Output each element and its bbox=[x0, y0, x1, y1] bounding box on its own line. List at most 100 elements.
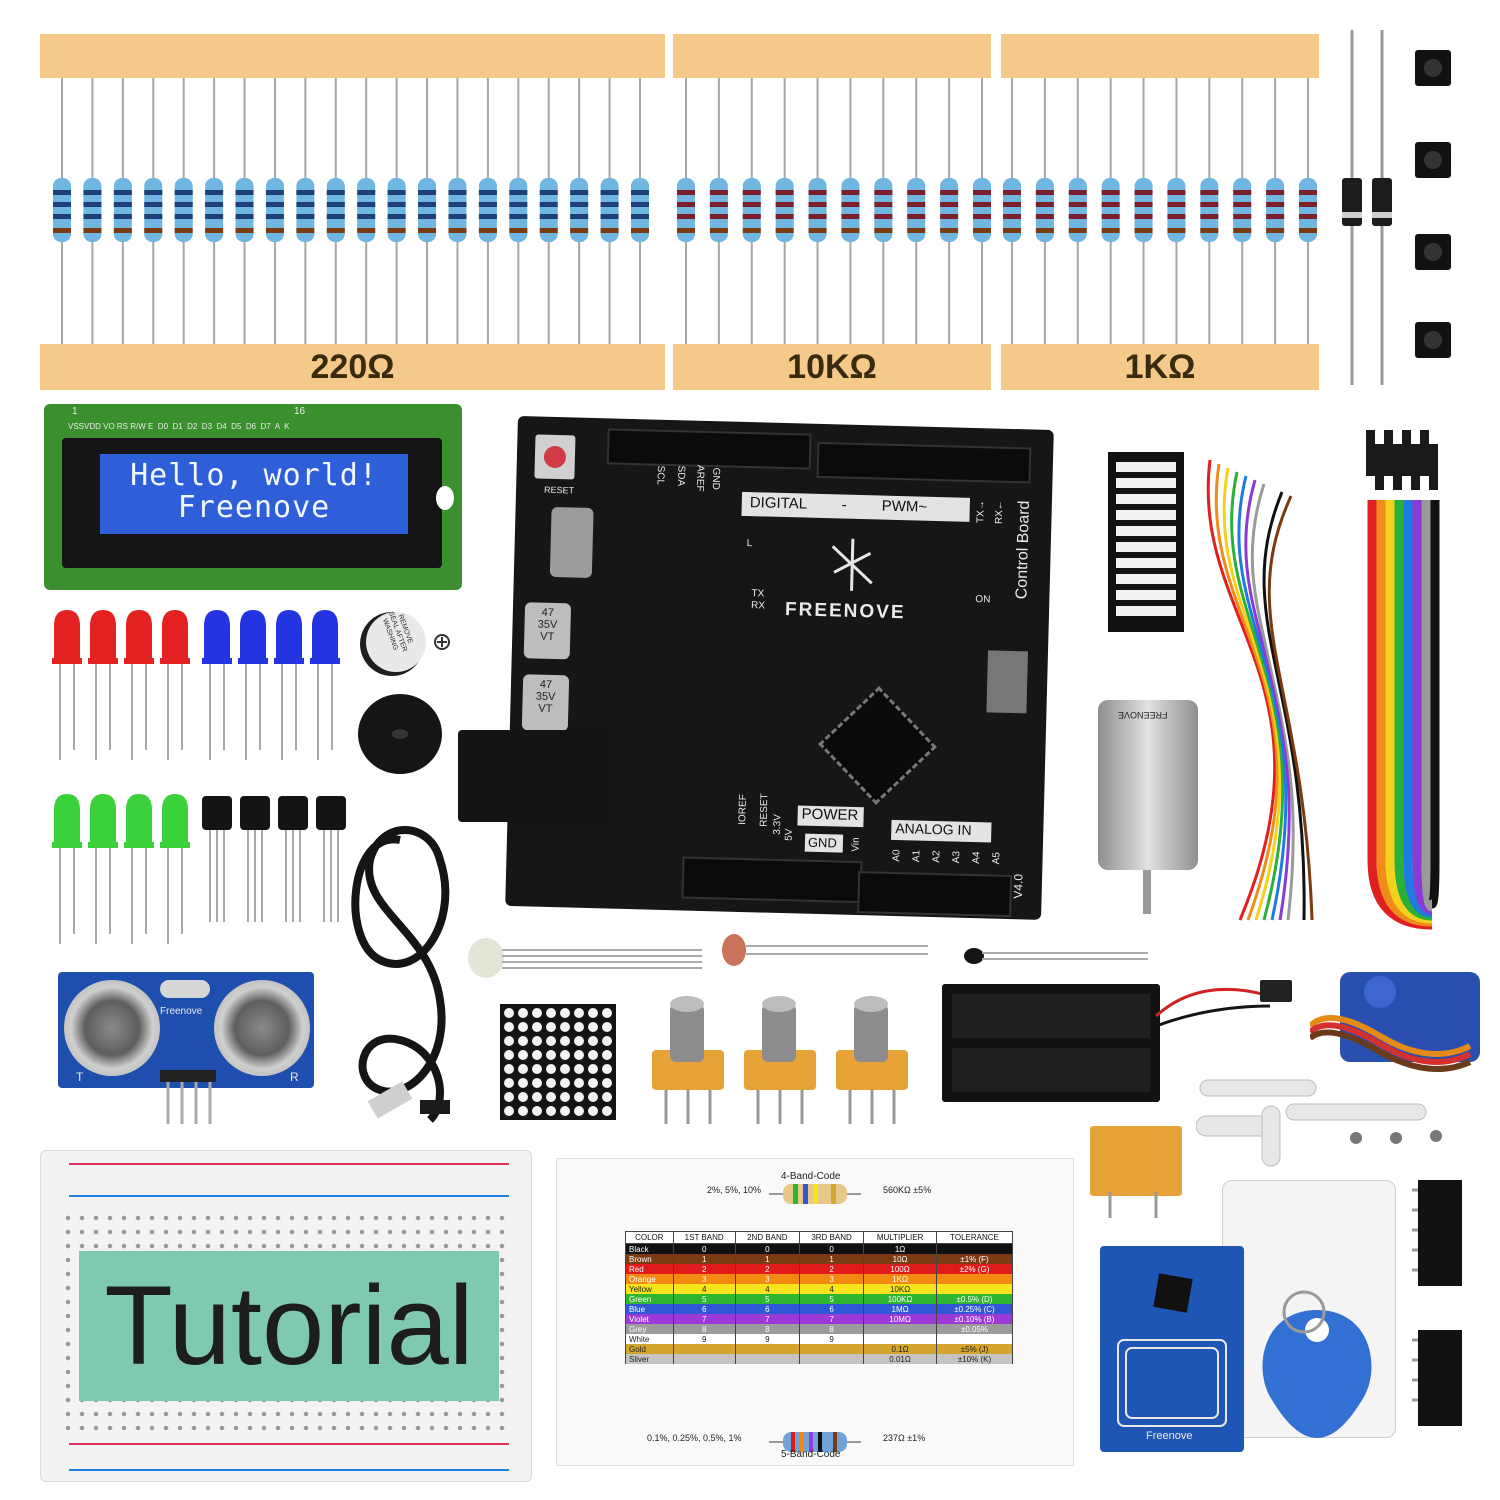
resistor bbox=[600, 78, 619, 344]
led-l-label: L bbox=[746, 538, 753, 550]
lcd-pin-end: 16 bbox=[294, 406, 306, 417]
color-table-cell: 1KΩ bbox=[863, 1274, 937, 1284]
led bbox=[310, 610, 340, 760]
matrix-dot bbox=[532, 1008, 542, 1018]
matrix-dot bbox=[546, 1064, 556, 1074]
color-table-cell bbox=[672, 1344, 736, 1354]
bar-graph-segment bbox=[1116, 574, 1176, 584]
five-band-right: 237Ω ±1% bbox=[883, 1433, 926, 1443]
pin-5v: 5V bbox=[783, 828, 795, 842]
transistors bbox=[202, 796, 346, 922]
rfid-label: Freenove bbox=[1146, 1430, 1193, 1442]
matrix-dot bbox=[588, 1106, 598, 1116]
wire-connector bbox=[1375, 444, 1384, 490]
matrix-dot bbox=[546, 1050, 556, 1060]
color-table-cell bbox=[935, 1334, 1014, 1344]
resistor bbox=[53, 78, 71, 344]
matrix-dot bbox=[602, 1106, 612, 1116]
led bbox=[88, 794, 118, 944]
color-table-cell bbox=[798, 1344, 865, 1354]
rfid-reader: Freenove bbox=[1100, 1246, 1244, 1452]
matrix-dot bbox=[560, 1078, 570, 1088]
color-table-cell: ±2% (G) bbox=[935, 1264, 1014, 1274]
led-group bbox=[52, 610, 340, 944]
jumper-wire bbox=[1256, 487, 1300, 921]
resistor bbox=[677, 78, 695, 344]
led bbox=[202, 610, 232, 760]
tx-pin-label: TX→ bbox=[975, 500, 987, 524]
resistor bbox=[387, 78, 406, 344]
icsp-header bbox=[986, 650, 1029, 714]
jumper-wire bbox=[1262, 491, 1306, 921]
color-table-cell bbox=[734, 1354, 800, 1364]
resistor bbox=[448, 78, 467, 344]
color-table-cell: ±0.25% (C) bbox=[935, 1304, 1014, 1314]
matrix-dot bbox=[588, 1008, 598, 1018]
matrix-dot bbox=[532, 1092, 542, 1102]
resistor bbox=[907, 78, 926, 344]
color-table-cell: Green bbox=[625, 1294, 674, 1304]
servo-horns bbox=[1196, 1079, 1442, 1167]
brand-name: FREENOVE bbox=[784, 599, 906, 624]
lcd-module: 1 16 VSSVDD VO RS R/W E D0 D1 D2 D3 D4 D… bbox=[44, 404, 462, 590]
color-table-cell: 10MΩ bbox=[863, 1314, 937, 1324]
board-title: Control Board bbox=[1013, 500, 1033, 600]
bar-graph-segment bbox=[1116, 494, 1176, 504]
color-table-cell: ±0.5% (D) bbox=[935, 1294, 1014, 1304]
matrix-dot bbox=[504, 1008, 514, 1018]
color-table-cell: ±0.05% bbox=[935, 1324, 1014, 1334]
rail-red-bottom bbox=[69, 1443, 509, 1445]
digital-dash: - bbox=[841, 496, 848, 514]
thermistor bbox=[964, 948, 1148, 964]
color-table-cell: 4 bbox=[734, 1284, 800, 1294]
color-table-cell: 3 bbox=[798, 1274, 865, 1284]
matrix-dot bbox=[574, 1106, 584, 1116]
five-band-resistor-icon bbox=[769, 1432, 861, 1452]
resistor-label-220: 220Ω bbox=[310, 348, 395, 386]
wire-connector bbox=[1393, 444, 1402, 490]
color-table-cell: 0 bbox=[672, 1243, 736, 1254]
ultrasonic-transducer-left bbox=[64, 980, 160, 1076]
relay-pins bbox=[1108, 1192, 1158, 1218]
resistor-label-10k: 10KΩ bbox=[787, 348, 877, 386]
color-table-cell: 0.1Ω bbox=[863, 1344, 937, 1354]
color-table-cell: Grey bbox=[625, 1324, 674, 1334]
wire-connector bbox=[1411, 444, 1420, 490]
color-table-cell: ±1% (F) bbox=[935, 1254, 1014, 1264]
color-table-cell: 0 bbox=[734, 1243, 800, 1254]
color-table-header-cell: TOLERANCE bbox=[935, 1231, 1014, 1244]
matrix-dot bbox=[532, 1036, 542, 1046]
pin-vin: Vin bbox=[850, 837, 862, 852]
dc-jack bbox=[458, 730, 608, 822]
color-table-cell: Blue bbox=[625, 1304, 674, 1314]
color-table-cell: 6 bbox=[798, 1304, 865, 1314]
color-table-header-cell: MULTIPLIER bbox=[863, 1231, 937, 1244]
led-rx-label: RX bbox=[750, 600, 766, 612]
battery-holder bbox=[942, 980, 1292, 1102]
matrix-dot bbox=[602, 1078, 612, 1088]
potentiometer bbox=[744, 996, 816, 1124]
jumper-wire bbox=[1250, 483, 1295, 921]
tape-bottom-220 bbox=[40, 344, 665, 390]
rfid-antenna-icon bbox=[1117, 1339, 1227, 1427]
pin-3v3: 3.3V bbox=[771, 814, 784, 835]
color-table-cell bbox=[863, 1324, 937, 1334]
matrix-dot bbox=[574, 1008, 584, 1018]
resistor bbox=[174, 78, 193, 344]
pin-reset: RESET bbox=[758, 793, 771, 827]
matrix-dot bbox=[518, 1036, 528, 1046]
pin-a3: A3 bbox=[951, 850, 963, 864]
led bbox=[160, 610, 190, 760]
color-table-cell: Red bbox=[625, 1264, 674, 1274]
color-table-cell: 9 bbox=[798, 1334, 865, 1344]
color-table-cell bbox=[935, 1243, 1014, 1254]
rail-blue-bottom bbox=[69, 1469, 509, 1471]
matrix-dot bbox=[560, 1036, 570, 1046]
resistor bbox=[808, 78, 827, 344]
